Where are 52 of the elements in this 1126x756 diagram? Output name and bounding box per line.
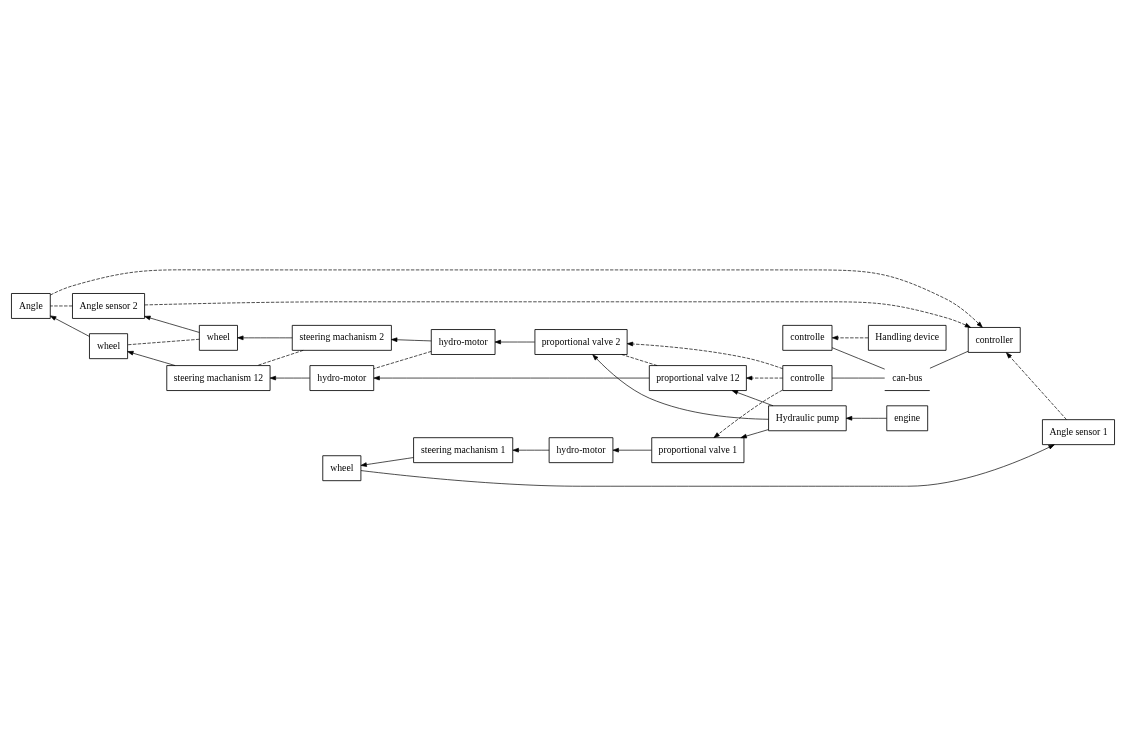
- arrow: [373, 375, 650, 381]
- node-box: steering machanism 2: [291, 324, 392, 351]
- node-box: proportional valve 12: [648, 365, 747, 391]
- arrow: [144, 301, 972, 328]
- node-box: wheel: [198, 324, 238, 351]
- node-box: Angle sensor 1: [1042, 419, 1115, 446]
- connector: [256, 350, 304, 366]
- arrow: [731, 390, 774, 407]
- arrow: [144, 315, 200, 333]
- connector: [373, 351, 432, 369]
- node-box: controlle: [782, 365, 833, 391]
- node-text: can-bus: [892, 371, 923, 383]
- node-box: engine: [886, 405, 929, 432]
- connector: [127, 338, 200, 346]
- arrow: [612, 447, 652, 453]
- arrow: [1006, 352, 1067, 420]
- arrow: [626, 341, 784, 370]
- arrow: [831, 335, 869, 341]
- arrow: [713, 389, 783, 439]
- node-box: wheel: [322, 455, 362, 482]
- arrow: [746, 375, 784, 381]
- node-box: proportional valve 2: [534, 329, 628, 355]
- arrow: [50, 315, 90, 337]
- node-box: proportional valve 1: [651, 437, 745, 464]
- arrow: [740, 429, 769, 439]
- connector: [621, 354, 658, 366]
- arrow: [391, 337, 432, 343]
- node-box: hydro-motor: [430, 329, 496, 355]
- arrow: [237, 335, 293, 341]
- arrow: [494, 339, 535, 345]
- arrow: [127, 350, 176, 366]
- connector: [929, 350, 969, 369]
- node-box: steering machanism 1: [413, 437, 514, 464]
- node-box: steering machanism 12: [166, 365, 271, 391]
- node-box: wheel: [89, 333, 128, 360]
- node-box: Angle: [11, 293, 51, 319]
- arrow: [592, 354, 769, 420]
- node-box: Hydraulic pump: [768, 405, 847, 432]
- arrow: [50, 269, 983, 328]
- arrow: [360, 444, 1055, 487]
- node-box: hydro-motor: [309, 365, 375, 391]
- node-box: Angle sensor 2: [72, 293, 145, 319]
- node-box: controlle: [782, 324, 833, 351]
- arrow: [269, 375, 311, 381]
- arrow: [512, 447, 550, 453]
- connector: [831, 347, 886, 370]
- connector: [49, 305, 73, 307]
- node-box: hydro-motor: [548, 437, 614, 464]
- arrow: [845, 416, 887, 421]
- arrow: [360, 457, 414, 467]
- node-box: controller: [967, 327, 1021, 353]
- node-box: Handling device: [868, 324, 947, 351]
